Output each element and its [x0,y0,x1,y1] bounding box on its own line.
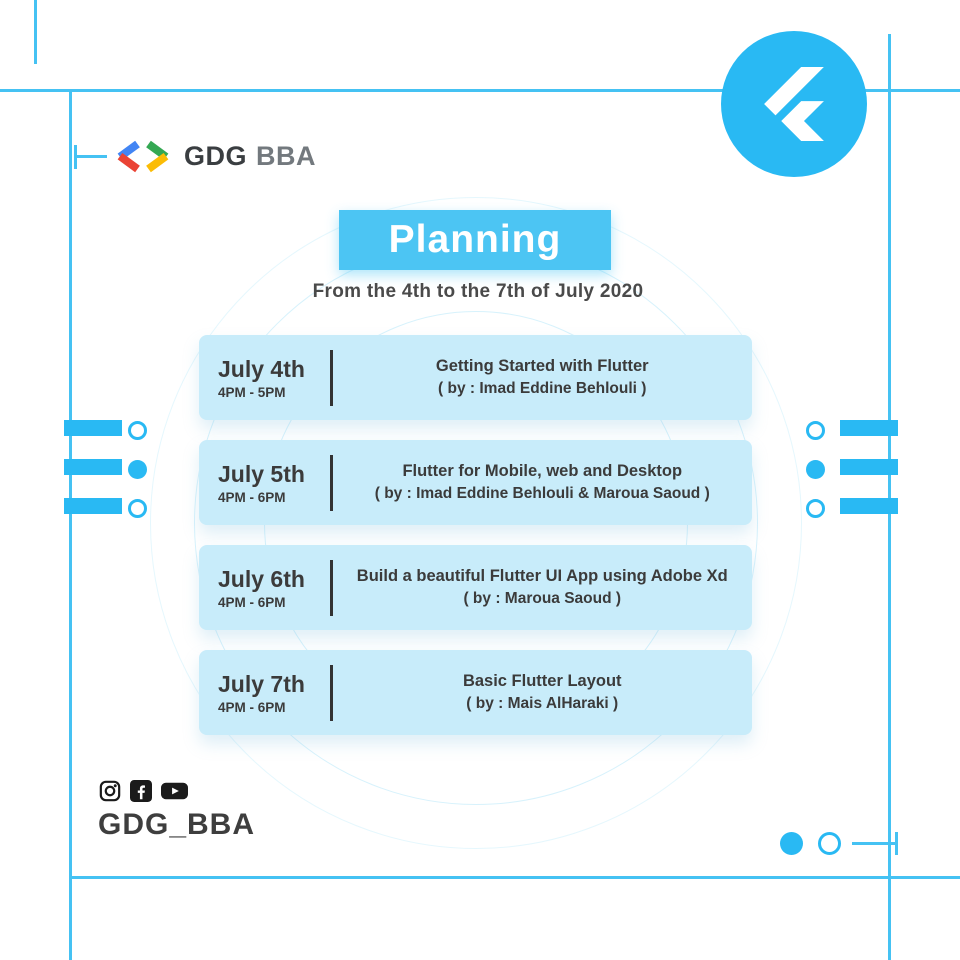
deco-dot-outline-bottom [818,832,841,855]
deco-bar-right [840,498,898,514]
session-date: July 7th [218,670,305,697]
deco-dot-outline-right [806,499,825,518]
gdg-wordmark: GDG BBA [184,141,316,172]
deco-dot-filled-left [128,460,147,479]
session-date: July 4th [218,355,305,382]
frame-tick-top-left [34,0,37,64]
deco-tick-vertical [74,144,77,169]
card-divider [330,559,333,616]
deco-tick-header [74,144,108,169]
social-handle: GDG_BBA [98,808,256,841]
youtube-icon [161,782,188,800]
schedule-card: July 4th 4PM - 5PM Getting Started with … [199,335,752,420]
session-date-block: July 7th 4PM - 6PM [199,671,330,715]
session-speakers: ( by : Mais AlHaraki ) [466,695,619,712]
planning-title: Planning [388,218,562,261]
session-description: Flutter for Mobile, web and Desktop ( by… [333,462,753,503]
session-time: 4PM - 6PM [218,594,286,610]
session-time: 4PM - 5PM [218,384,286,400]
session-title: Build a beautiful Flutter UI App using A… [356,567,728,585]
session-title: Getting Started with Flutter [435,357,649,375]
bba-label: BBA [256,141,317,171]
social-icons-row [99,780,188,802]
gdg-header: GDG BBA [74,138,316,175]
gdg-label: GDG [184,141,248,171]
schedule-card: July 7th 4PM - 6PM Basic Flutter Layout … [199,650,752,735]
session-description: Basic Flutter Layout ( by : Mais AlHarak… [333,672,753,713]
frame-line-right [888,34,891,960]
session-description: Getting Started with Flutter ( by : Imad… [333,357,753,398]
background-ring [150,197,802,849]
deco-line-bottom-right [852,842,897,845]
flutter-badge [721,31,867,177]
planning-banner: Planning [339,210,611,270]
card-divider [330,454,333,511]
session-date: July 6th [218,565,305,592]
gdg-chevrons-icon [117,140,169,173]
deco-bar-left [64,459,122,475]
session-description: Build a beautiful Flutter UI App using A… [333,567,753,608]
session-speakers: ( by : Imad Eddine Behlouli ) [438,380,647,397]
deco-bar-right [840,459,898,475]
frame-line-bottom [69,876,960,879]
session-date: July 5th [218,460,305,487]
deco-dot-filled-right [806,460,825,479]
schedule-card: July 6th 4PM - 6PM Build a beautiful Flu… [199,545,752,630]
deco-bar-right [840,420,898,436]
instagram-icon [99,780,121,802]
frame-line-left [69,89,72,960]
flutter-logo-icon [764,67,824,141]
deco-dot-outline-left [128,421,147,440]
session-date-block: July 5th 4PM - 6PM [199,461,330,505]
session-date-block: July 4th 4PM - 5PM [199,356,330,400]
schedule-card: July 5th 4PM - 6PM Flutter for Mobile, w… [199,440,752,525]
session-time: 4PM - 6PM [218,489,286,505]
card-divider [330,664,333,721]
session-speakers: ( by : Maroua Saoud ) [463,590,622,607]
session-speakers: ( by : Imad Eddine Behlouli & Maroua Sao… [374,485,710,502]
facebook-icon [130,780,152,802]
session-time: 4PM - 6PM [218,699,286,715]
deco-dot-filled-bottom [780,832,803,855]
date-range-subtitle: From the 4th to the 7th of July 2020 [312,281,644,302]
deco-dot-outline-right [806,421,825,440]
session-title: Flutter for Mobile, web and Desktop [402,462,683,480]
session-date-block: July 6th 4PM - 6PM [199,566,330,610]
deco-bar-left [64,498,122,514]
deco-dot-outline-left [128,499,147,518]
deco-bar-left [64,420,122,436]
card-divider [330,349,333,406]
session-title: Basic Flutter Layout [462,672,622,690]
deco-tick-bottom-right [895,832,898,855]
deco-tick-horizontal [77,154,107,158]
frame-line-top [0,89,960,92]
